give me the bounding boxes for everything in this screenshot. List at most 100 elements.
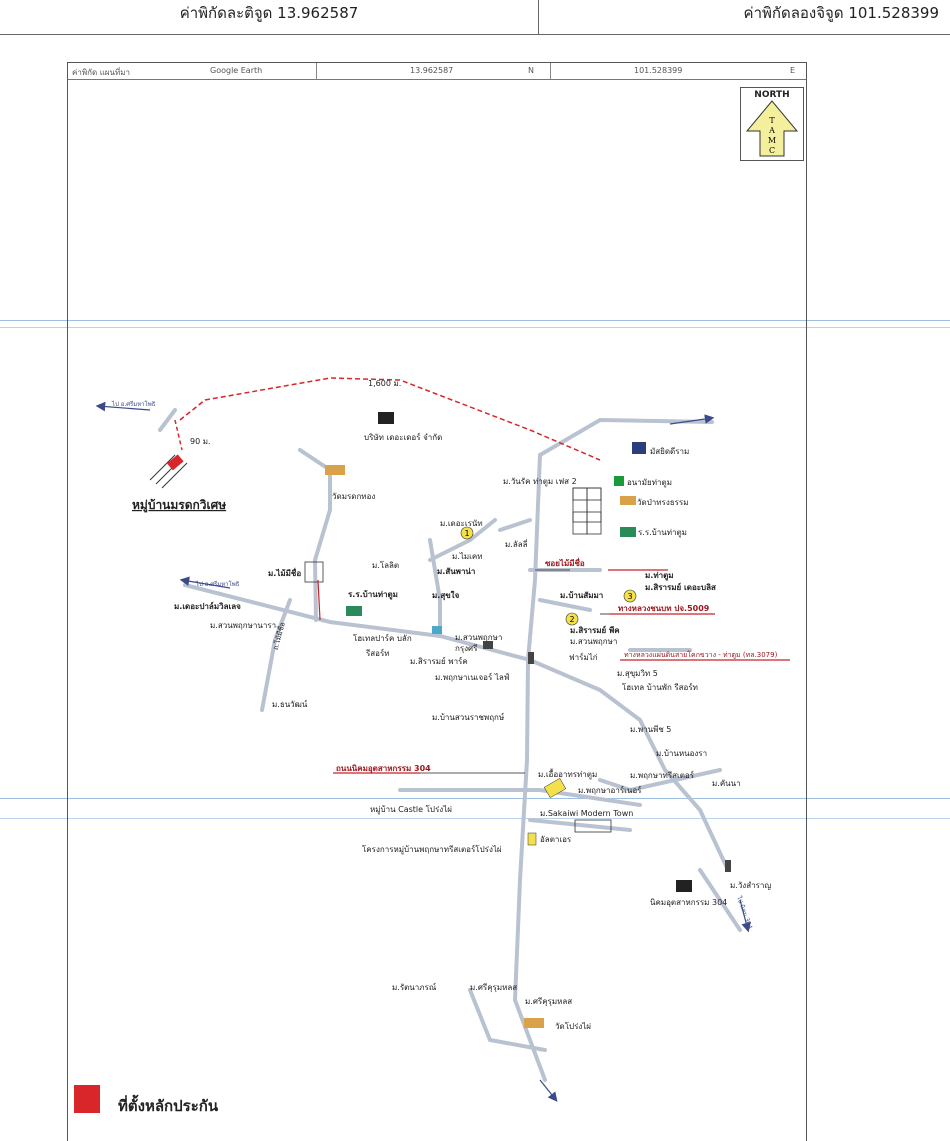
frame-lat: 13.962587 xyxy=(410,66,454,75)
landmark-icons xyxy=(325,412,731,1028)
road-304 xyxy=(398,788,642,807)
gate-icon xyxy=(528,652,534,664)
health-center-icon xyxy=(614,476,624,486)
car-icon xyxy=(483,641,493,649)
direction-label: ไป อ.ศรีมหาโพธิ xyxy=(195,580,240,588)
place-label: ม.พฤกษาทรีสเตอร์ xyxy=(630,770,695,780)
road-branch xyxy=(428,518,497,562)
road-network xyxy=(158,408,742,1082)
place-label: โครงการหมู่บ้านพฤกษาทรีสเตอร์โปร่งไผ่ xyxy=(362,844,502,855)
road-label: ทางหลวงชนบท ปจ.5009 xyxy=(618,604,710,613)
frame-lon: 101.528399 xyxy=(634,66,683,75)
road-label: ถนนนิคมอุตสาหกรรม 304 xyxy=(336,764,431,774)
place-label: ม.ธนวัฒน์ xyxy=(272,699,308,709)
main-road xyxy=(183,583,730,872)
north-letter: A xyxy=(768,126,775,135)
mosque-icon xyxy=(632,442,646,454)
latitude-label: ค่าพิกัดละติจูด 13.962587 xyxy=(0,0,539,34)
place-label: กรุงศรี xyxy=(455,644,478,653)
place-label: ม.คันนา xyxy=(712,779,741,788)
factory-icon xyxy=(378,412,394,424)
gate-icon xyxy=(725,860,731,872)
distance-route-line xyxy=(179,377,601,461)
source-label: ค่าพิกัด แผนที่มา xyxy=(72,68,131,77)
north-letter: C xyxy=(769,146,775,155)
place-label: ม.เดอะเรนัท xyxy=(440,519,483,528)
frame-lat-dir: N xyxy=(528,66,534,75)
place-label: หมู่บ้าน Castle โปร่งไผ่ xyxy=(370,804,452,815)
road-northwest xyxy=(158,408,177,432)
north-label: NORTH xyxy=(754,90,790,100)
place-label: ม.รัตนาภรณ์ xyxy=(392,982,437,992)
bus-icon xyxy=(432,626,442,634)
map-frame: ค่าพิกัด แผนที่มา Google Earth 13.962587… xyxy=(67,62,807,1141)
leader-lines xyxy=(420,569,610,774)
road-east xyxy=(598,768,722,793)
place-label: วัดโปร่งไผ่ xyxy=(555,1021,591,1031)
place-label: อนามัยท่าตูม xyxy=(627,478,672,488)
direction-label: ไป อ.ศรีมหาโพธิ xyxy=(111,400,156,408)
place-label: ม.เดอะปาล์มวิลเลจ xyxy=(174,601,241,611)
place-label: ร.ร.บ้านท่าตูม xyxy=(348,589,398,600)
temple-icon xyxy=(620,496,636,505)
main-road-vertical xyxy=(512,453,547,1082)
place-label: ม.บ้านหนองรา xyxy=(656,749,707,758)
place-label: โฮเทล บ้านพัก รีสอร์ท xyxy=(622,682,698,692)
collateral-site xyxy=(149,454,188,489)
place-label: ม.สวนพฤกษานารา xyxy=(210,621,276,630)
marker-1-label: 1 xyxy=(464,529,469,538)
coordinate-header: ค่าพิกัดละติจูด 13.962587 ค่าพิกัดลองจิจ… xyxy=(0,0,950,35)
longitude-label: ค่าพิกัดลองจิจูด 101.528399 xyxy=(743,4,939,22)
divider xyxy=(550,63,551,79)
north-letter: T xyxy=(769,116,775,125)
place-label: ม.สิรารมย์ พีค xyxy=(570,625,620,635)
place-label: ม.ท่าตูม xyxy=(645,571,674,581)
place-label: บริษัท เดอะเดอร์ จำกัด xyxy=(364,432,442,442)
office-icon xyxy=(527,832,537,846)
distance-label: 1,600 ม. xyxy=(368,379,401,388)
place-label: รีสอร์ท xyxy=(365,648,389,658)
place-label: ม.Sakaiwi Modern Town xyxy=(540,809,633,818)
map-labels: 1,600 ม. 90 ม. หมู่บ้านมรดกวิเศษ บริษัท … xyxy=(111,379,778,1031)
road-south xyxy=(468,988,547,1052)
place-label: ฟาร์มไก่ xyxy=(569,652,598,662)
numbered-markers: 1 2 3 xyxy=(460,526,637,626)
housing-block xyxy=(304,487,612,833)
road-label: ทางหลวงแผ่นดินสายโคกขวาง - ท่าตูม (ทล.30… xyxy=(624,650,778,659)
place-label: ม.สันพาน่า xyxy=(437,567,475,576)
place-label: ม.สวนพฤกษา xyxy=(570,637,617,646)
distance-label: 90 ม. xyxy=(190,437,211,446)
scan-line xyxy=(0,798,950,799)
scan-line xyxy=(0,320,950,321)
temple-icon xyxy=(524,1018,544,1028)
road-branch2 xyxy=(498,518,532,532)
place-label: นิคมอุตสาหกรรม 304 xyxy=(650,898,727,907)
village-title: หมู่บ้านมรดกวิเศษ xyxy=(132,498,226,513)
road-label: ซอยไม้มีชื่อ xyxy=(545,557,585,568)
place-label: ม.พานพีช 5 xyxy=(630,725,671,734)
direction-arrow xyxy=(179,576,231,589)
place-label: วัดป่าทรงธรรม xyxy=(637,498,688,507)
road-south-east xyxy=(698,868,742,932)
divider xyxy=(316,63,317,79)
frame-header: ค่าพิกัด แผนที่มา Google Earth 13.962587… xyxy=(68,63,806,80)
scan-line xyxy=(0,327,950,328)
road-village xyxy=(298,448,332,622)
place-label: ม.สิรารมย์ เดอะบลิส xyxy=(645,582,716,592)
scan-line xyxy=(0,818,950,819)
north-arrow-icon: T A M C xyxy=(745,100,799,157)
legend-color-swatch xyxy=(74,1085,100,1113)
road-sira xyxy=(538,598,592,612)
place-label: วัดมรดกทอง xyxy=(332,492,375,501)
place-label: ม.สวนพฤกษา xyxy=(455,633,502,642)
collateral-marker xyxy=(167,454,184,471)
direction-arrow xyxy=(539,1079,558,1102)
legend-label: ที่ตั้งหลักประกัน xyxy=(118,1097,219,1115)
place-label: ม.พฤกษาเนเจอร์ ไลฟ์ xyxy=(435,672,510,682)
place-label: ม.พฤกษาอาร์เนอร์ xyxy=(578,785,642,795)
short-route-line xyxy=(174,419,183,451)
place-label: ม.วันรัค ท่าตูม เฟส 2 xyxy=(503,477,577,487)
road-label-lines xyxy=(317,569,790,774)
road-south-west xyxy=(260,598,292,712)
